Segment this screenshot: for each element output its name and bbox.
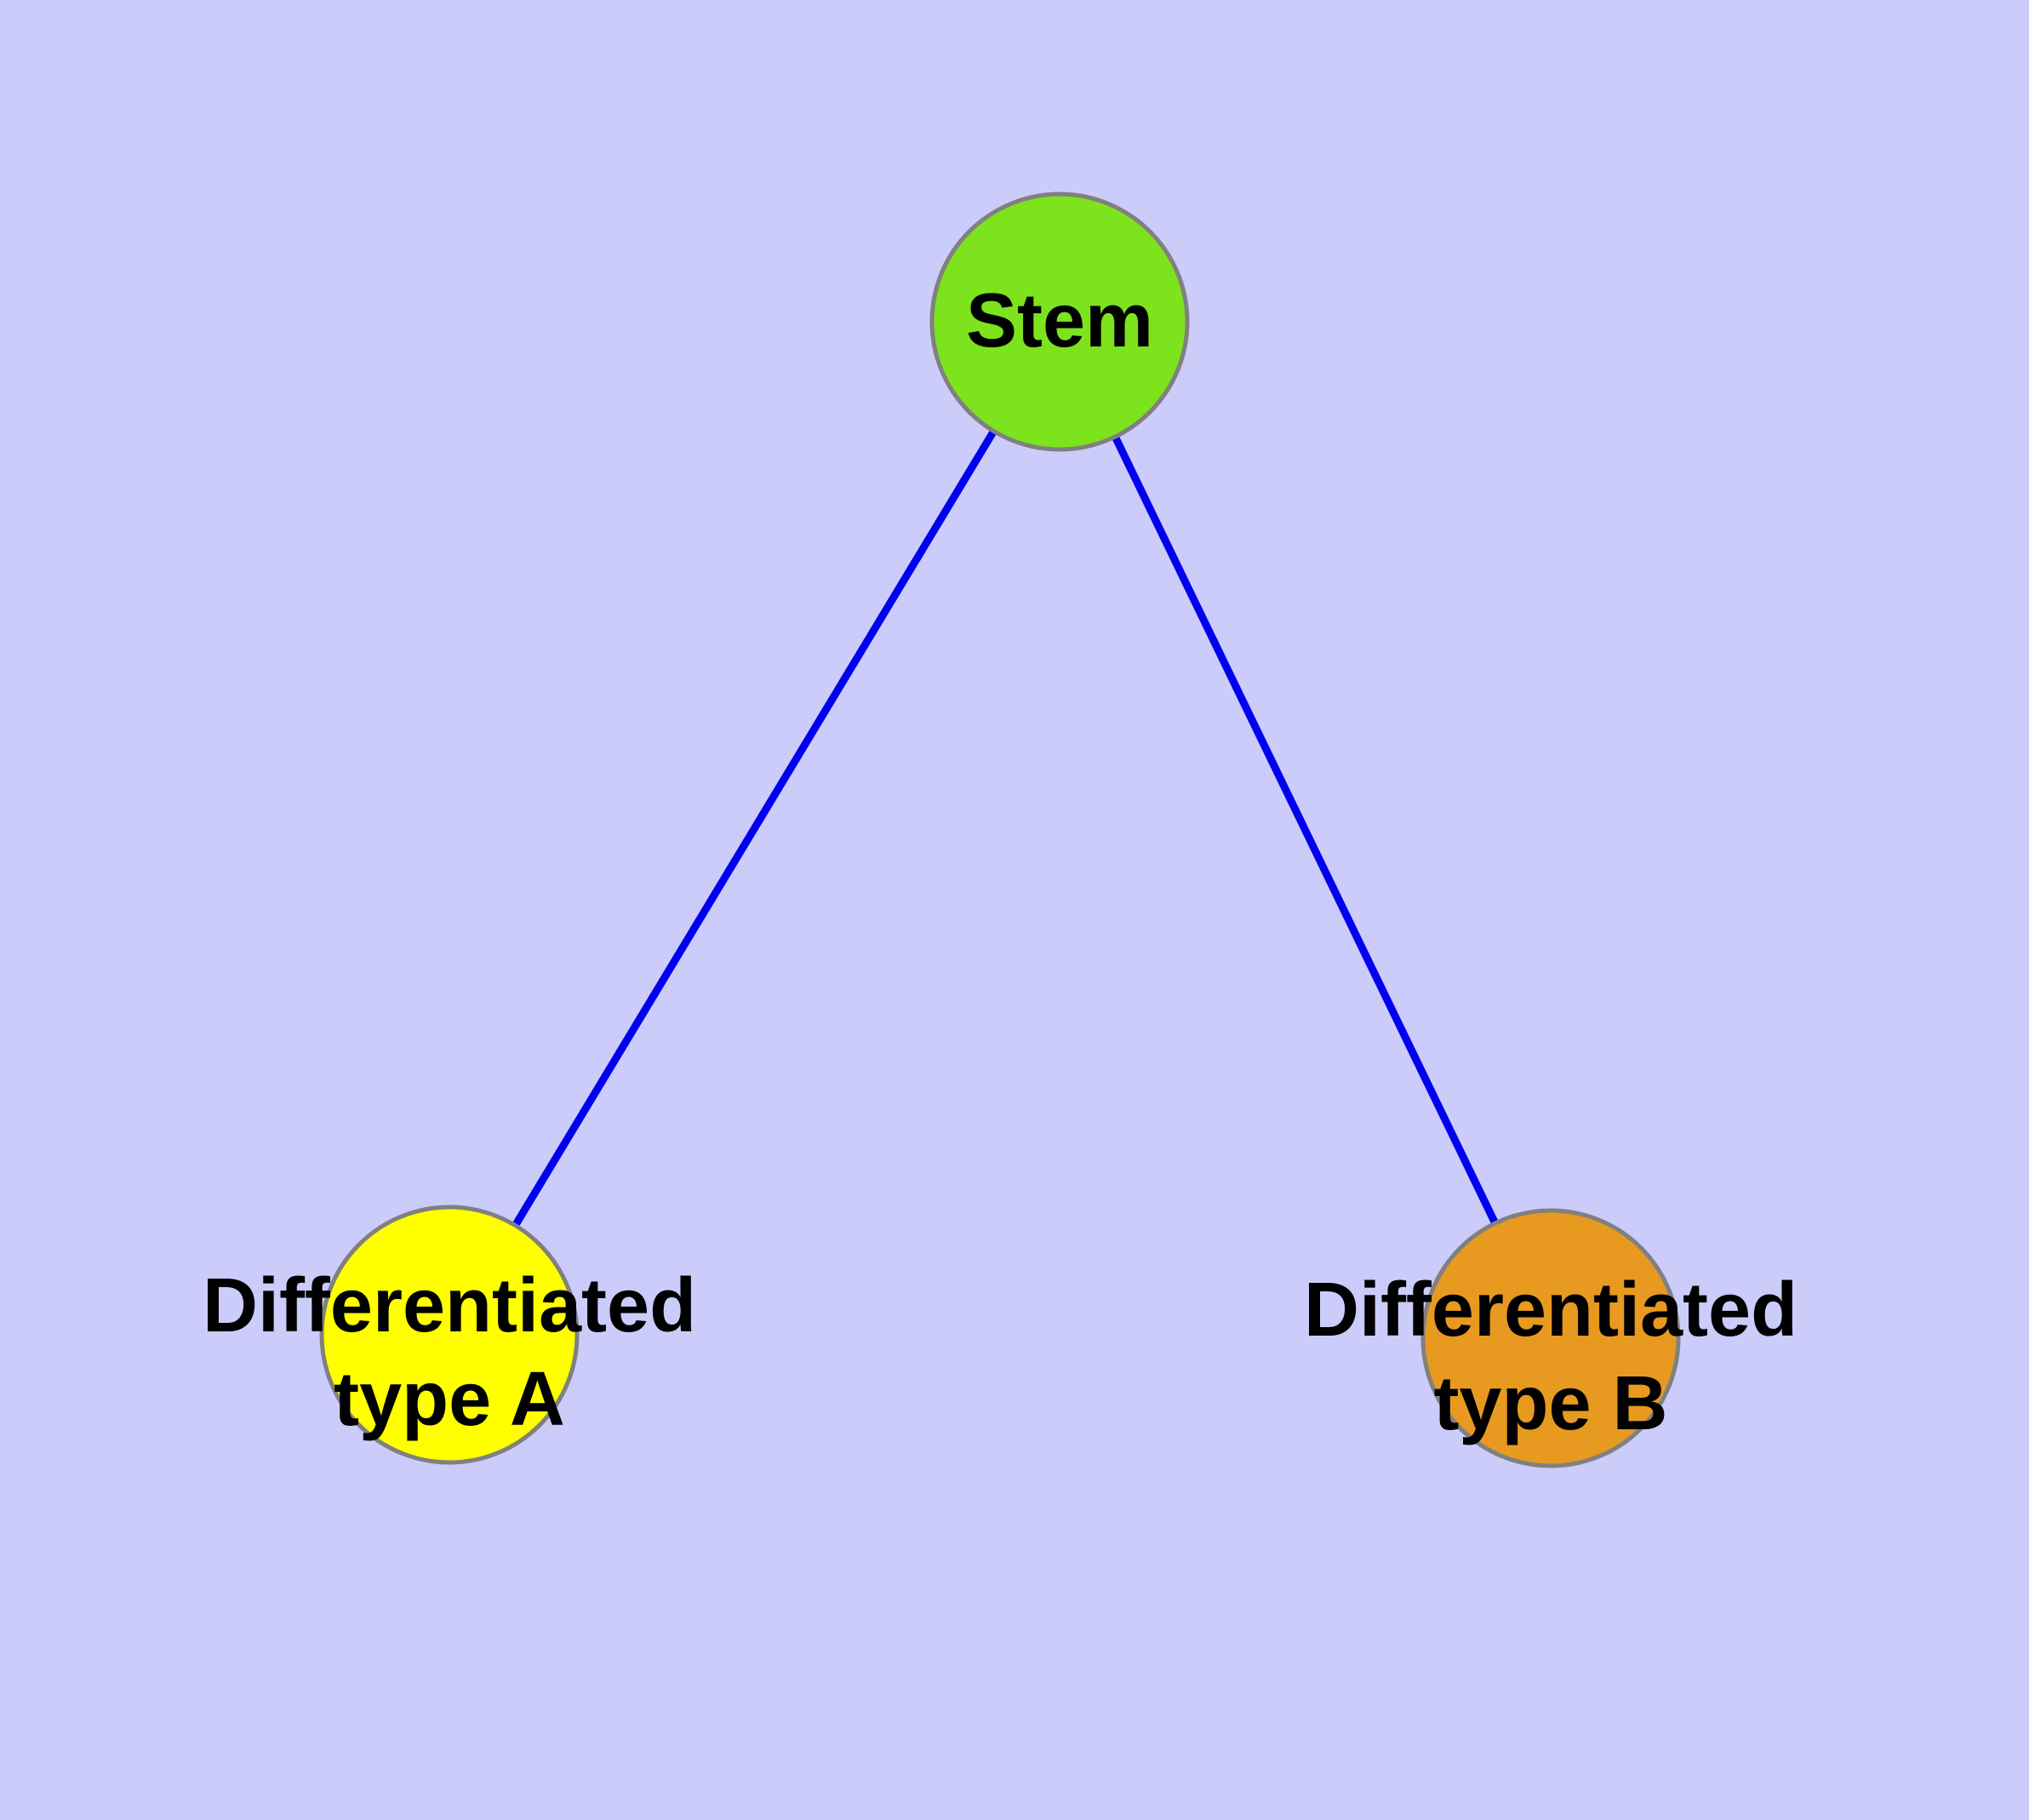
node-differentiated-type-a-circle: [319, 1205, 580, 1465]
node-differentiated-type-b-circle: [1420, 1208, 1681, 1468]
node-differentiated-type-b-label: Differentiated type B: [1303, 1268, 1798, 1446]
node-stem-circle: [929, 192, 1190, 452]
node-differentiated-type-a-label: Differentiated type A: [202, 1263, 697, 1442]
node-stem-label: Stem: [965, 278, 1154, 364]
edge-stem-to-type-b: [1055, 320, 1555, 1340]
edge-stem-to-type-a: [446, 319, 1063, 1337]
